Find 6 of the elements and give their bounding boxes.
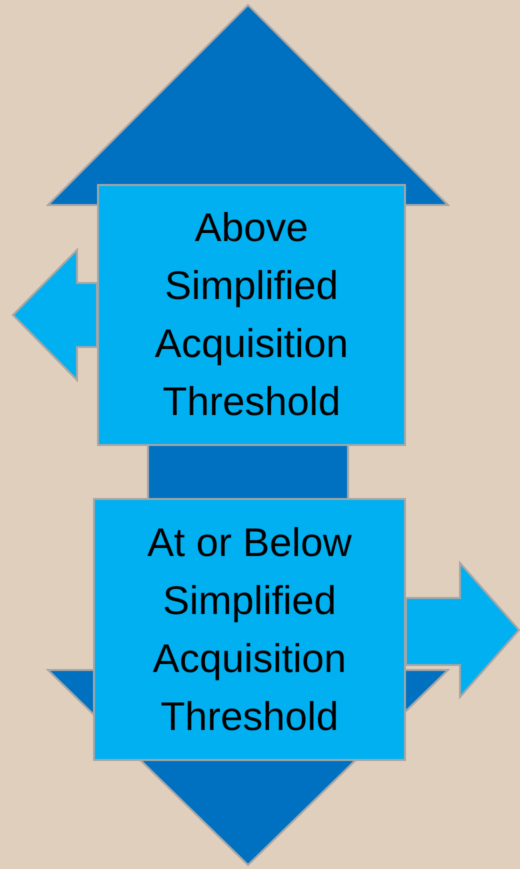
text-box — [97, 184, 406, 446]
box-label: At or Below Simplified Acquisition Threshold — [146, 520, 353, 740]
text-box — [93, 498, 406, 761]
block-arrow — [405, 560, 520, 700]
block-arrow — [12, 248, 98, 382]
box-label: Above Simplified Acquisition Threshold — [154, 205, 350, 426]
